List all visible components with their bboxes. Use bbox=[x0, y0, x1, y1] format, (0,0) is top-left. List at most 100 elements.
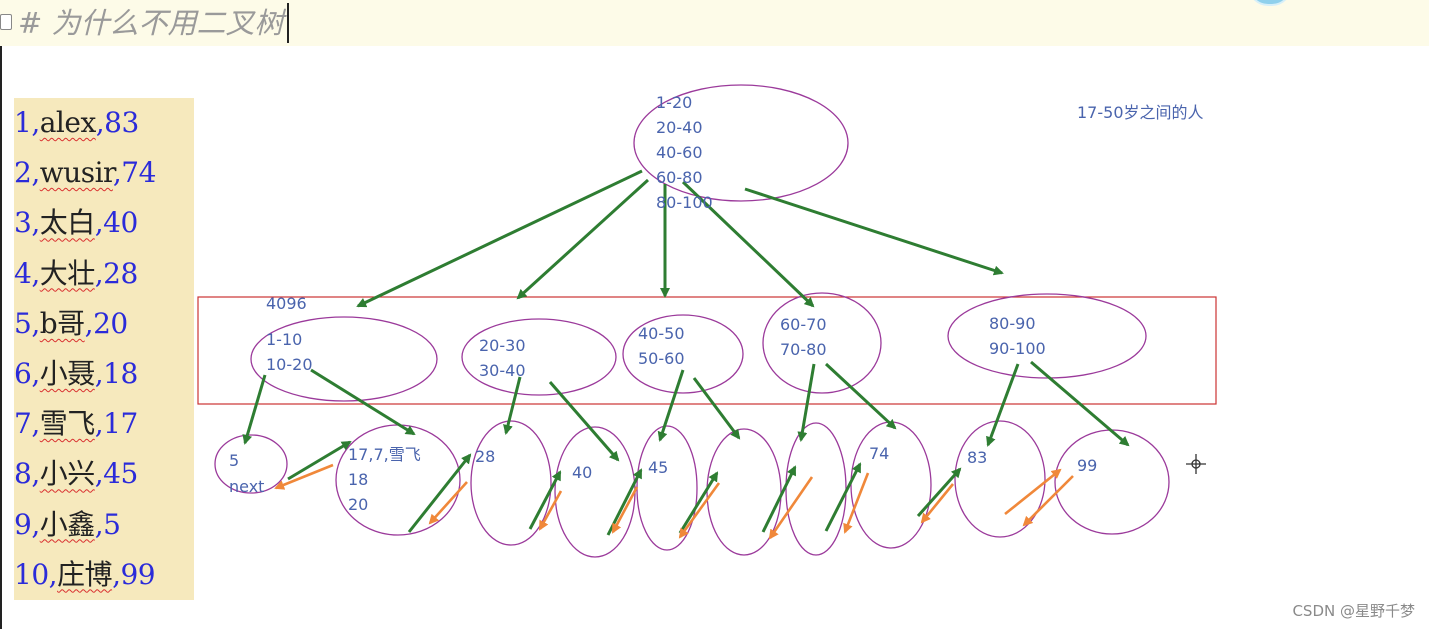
record-separator: , bbox=[31, 106, 40, 139]
leaf-value-label: 99 bbox=[1077, 456, 1097, 475]
record-age: 18 bbox=[103, 356, 138, 390]
pointer-arrow bbox=[310, 368, 416, 436]
leaf-value-label: 45 bbox=[648, 458, 668, 477]
document-icon bbox=[0, 14, 12, 30]
record-number: 6 bbox=[14, 356, 32, 390]
record-name: 庄博 bbox=[57, 557, 113, 591]
pointer-arrow bbox=[744, 187, 1004, 276]
pointer-arrow bbox=[503, 376, 522, 435]
middle-node bbox=[250, 316, 438, 402]
page-title[interactable]: # 为什么不用二叉树 bbox=[18, 3, 289, 43]
middle-range-label: 1-10 bbox=[266, 330, 302, 349]
record-separator: , bbox=[31, 356, 40, 390]
next-link-arrow bbox=[538, 490, 563, 531]
middle-range-label: 80-90 bbox=[989, 314, 1036, 333]
leaf-value-label: 18 bbox=[348, 470, 368, 489]
root-range-label: 60-80 bbox=[656, 168, 703, 187]
record-row: 10,庄博,99 bbox=[14, 549, 194, 600]
leaf-node bbox=[785, 422, 847, 556]
record-separator: , bbox=[94, 356, 104, 390]
next-link-arrow bbox=[768, 476, 814, 540]
record-name: 小兴 bbox=[39, 457, 96, 491]
record-separator: , bbox=[84, 306, 94, 340]
root-range-label: 1-20 bbox=[656, 93, 692, 112]
record-number: 10 bbox=[14, 557, 49, 591]
record-separator: , bbox=[94, 407, 104, 441]
record-separator: , bbox=[31, 407, 40, 441]
record-separator: , bbox=[31, 156, 40, 190]
record-separator: , bbox=[95, 106, 105, 139]
leaf-value-label: 5 bbox=[229, 451, 239, 470]
leaf-value-label: 74 bbox=[869, 444, 889, 463]
middle-node bbox=[622, 314, 744, 394]
record-age: 83 bbox=[104, 106, 139, 139]
record-row: 3,太白,40 bbox=[14, 198, 194, 249]
next-link-arrow bbox=[678, 482, 721, 539]
crosshair-cursor-icon bbox=[1186, 454, 1206, 474]
record-separator: , bbox=[112, 557, 121, 591]
record-name: 大壮 bbox=[39, 256, 96, 290]
record-age: 40 bbox=[103, 206, 138, 240]
record-name: 小聂 bbox=[39, 356, 96, 390]
record-row: 1,alex,83 bbox=[14, 98, 194, 149]
pointer-arrow bbox=[1030, 360, 1130, 447]
record-row: 7,雪飞,17 bbox=[14, 399, 194, 450]
leaf-value-label: 28 bbox=[475, 447, 495, 466]
next-link-arrow bbox=[611, 486, 639, 534]
record-age: 99 bbox=[120, 557, 156, 591]
record-row: 6,小聂,18 bbox=[14, 348, 194, 400]
pointer-arrow bbox=[606, 468, 643, 536]
pointer-arrow bbox=[678, 471, 719, 534]
record-row: 4,大壮,28 bbox=[14, 248, 194, 299]
leaf-value-label: next bbox=[229, 477, 264, 496]
record-number: 5 bbox=[14, 306, 32, 340]
record-separator: , bbox=[112, 156, 122, 190]
record-number: 2 bbox=[14, 156, 32, 190]
record-age: 20 bbox=[93, 306, 128, 340]
leaf-node bbox=[1054, 429, 1170, 535]
pointer-arrow bbox=[681, 180, 815, 308]
middle-range-label: 30-40 bbox=[479, 361, 526, 380]
pointer-arrow bbox=[692, 377, 741, 440]
leaf-value-label: 20 bbox=[348, 495, 368, 514]
record-age: 17 bbox=[103, 407, 138, 441]
record-separator: , bbox=[94, 256, 104, 290]
record-separator: , bbox=[31, 256, 40, 290]
record-age: 45 bbox=[103, 457, 138, 491]
middle-range-label: 40-50 bbox=[638, 324, 685, 343]
next-link-arrow bbox=[843, 472, 870, 534]
middle-range-label: 10-20 bbox=[266, 355, 313, 374]
record-number: 7 bbox=[14, 407, 32, 441]
middle-node bbox=[461, 318, 617, 396]
pointer-arrow bbox=[407, 453, 472, 533]
next-link-arrow bbox=[1004, 468, 1062, 516]
root-range-label: 80-100 bbox=[656, 193, 713, 212]
pointer-arrow bbox=[824, 462, 862, 532]
record-separator: , bbox=[31, 457, 40, 491]
pointer-arrow bbox=[528, 470, 562, 530]
middle-level-box bbox=[197, 296, 1217, 405]
next-link-arrow bbox=[428, 481, 468, 525]
record-number: 8 bbox=[14, 457, 32, 491]
pointer-arrow bbox=[242, 374, 267, 445]
record-name: alex bbox=[39, 106, 97, 139]
middle-range-label: 50-60 bbox=[638, 349, 685, 368]
pointer-arrow bbox=[916, 467, 962, 517]
leaf-value-label: 17,7,雪飞 bbox=[348, 445, 421, 464]
record-number: 3 bbox=[14, 206, 32, 240]
root-node bbox=[633, 84, 849, 202]
root-range-label: 40-60 bbox=[656, 143, 703, 162]
leaf-value-label: 40 bbox=[572, 463, 592, 482]
record-row: 9,小鑫,5 bbox=[14, 499, 194, 550]
record-separator: , bbox=[94, 206, 104, 240]
record-separator: , bbox=[94, 507, 104, 541]
block-size-label: 4096 bbox=[266, 294, 307, 313]
next-link-arrow bbox=[920, 483, 955, 524]
leaf-node bbox=[470, 420, 552, 546]
record-row: 2,wusir,74 bbox=[14, 148, 194, 199]
watermark: CSDN @星野千梦 bbox=[1292, 602, 1415, 620]
record-name: 雪飞 bbox=[39, 407, 96, 441]
record-age: 28 bbox=[103, 256, 138, 290]
